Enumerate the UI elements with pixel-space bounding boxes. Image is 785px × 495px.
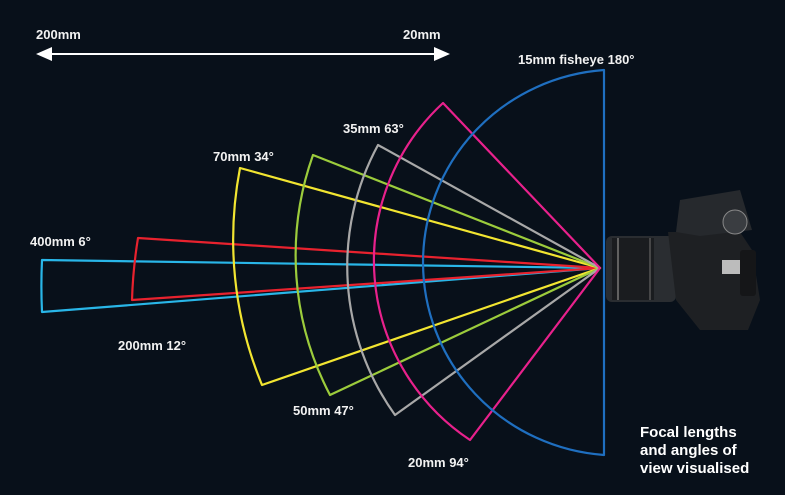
fov-wedge-70mm <box>232 166 602 387</box>
scale-label-right: 20mm <box>403 27 441 42</box>
lens-label-15mm-fisheye: 15mm fisheye 180° <box>518 52 635 67</box>
caption: Focal lengths and angles of view visuali… <box>640 424 749 478</box>
caption-line: and angles of <box>640 442 737 459</box>
fov-wedge-50mm <box>294 153 602 397</box>
scale-label-left: 200mm <box>36 27 81 42</box>
lens-label-50mm: 50mm 47° <box>293 403 354 418</box>
scale-arrow <box>36 47 450 61</box>
lens-label-400mm: 400mm 6° <box>30 234 91 249</box>
fov-wedge-15mm-fisheye <box>422 68 606 457</box>
fov-wedge-400mm <box>40 258 602 314</box>
caption-line: view visualised <box>640 460 750 477</box>
fov-wedge-35mm <box>346 143 602 417</box>
fov-wedge-20mm <box>372 101 602 442</box>
caption-line: Focal lengths <box>640 424 737 441</box>
camera <box>606 190 760 330</box>
lens-label-35mm: 35mm 63° <box>343 121 404 136</box>
fov-wedge-200mm <box>130 236 602 302</box>
lens-label-70mm: 70mm 34° <box>213 149 274 164</box>
lens-label-200mm: 200mm 12° <box>118 338 187 353</box>
lens-label-20mm: 20mm 94° <box>408 455 469 470</box>
